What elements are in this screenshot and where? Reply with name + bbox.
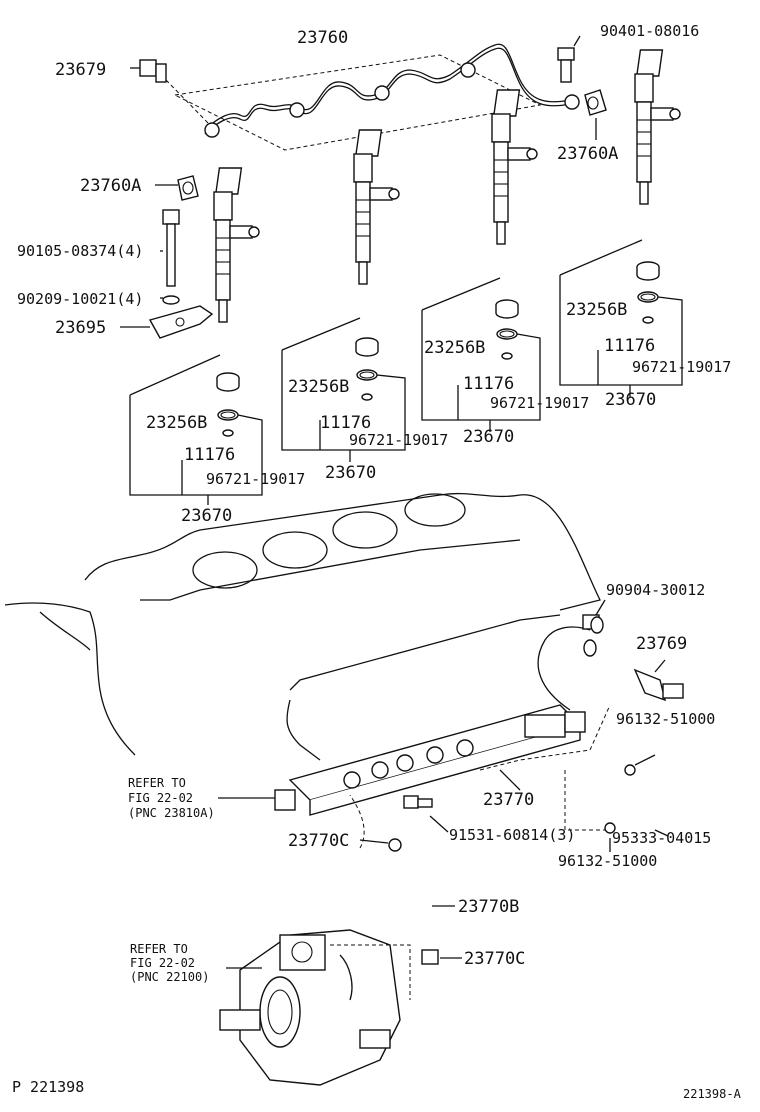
injector-2-icon xyxy=(353,129,400,285)
hose-95333 xyxy=(564,754,669,852)
label-96721-3: 96721-19017 xyxy=(490,394,589,412)
cylinder-head-outline xyxy=(4,492,601,761)
common-rail-23770 xyxy=(274,704,611,816)
refer-2-line2: FIG 22-02 xyxy=(130,956,195,970)
label-23670-1: 23670 xyxy=(181,506,232,526)
label-23256B-4: 23256B xyxy=(566,300,627,320)
injector-4-icon xyxy=(634,49,681,205)
return-pipe xyxy=(537,599,606,711)
clamp-23695-icon xyxy=(120,305,214,339)
label-95333: 95333-04015 xyxy=(612,829,711,847)
label-23256B-2: 23256B xyxy=(288,377,349,397)
label-96721-1: 96721-19017 xyxy=(206,470,305,488)
label-23256B-1: 23256B xyxy=(146,413,207,433)
labels: 23760 23679 90401-08016 23760A 23760A 90… xyxy=(12,22,742,1101)
label-91531: 91531-60814(3) xyxy=(449,826,575,844)
label-23679: 23679 xyxy=(55,60,106,80)
label-23760A-right: 23760A xyxy=(557,144,618,164)
label-11176-1: 11176 xyxy=(184,445,235,465)
label-23670-3: 23670 xyxy=(463,427,514,447)
injection-pipe-23760 xyxy=(173,43,580,151)
label-90401: 90401-08016 xyxy=(600,22,699,40)
clamp-23760A-left-icon xyxy=(155,175,199,201)
refer-2-line3: (PNC 22100) xyxy=(130,970,209,984)
label-23770B: 23770B xyxy=(458,897,519,917)
label-90105: 90105-08374(4) xyxy=(17,242,143,260)
footer-left: P 221398 xyxy=(12,1078,84,1096)
label-96721-2: 96721-19017 xyxy=(349,431,448,449)
refer-1-line3: (PNC 23810A) xyxy=(128,806,215,820)
label-23670-4: 23670 xyxy=(605,390,656,410)
bolt-23679-icon xyxy=(130,59,211,126)
seal-set-4 xyxy=(559,239,683,397)
label-96132-b: 96132-51000 xyxy=(558,852,657,870)
hose-23770B xyxy=(349,794,462,965)
label-96721-4: 96721-19017 xyxy=(632,358,731,376)
refer-2-line1: REFER TO xyxy=(130,942,188,956)
bolt-90105-icon xyxy=(160,209,180,287)
label-11176-3: 11176 xyxy=(463,374,514,394)
footer-right: 221398-A xyxy=(683,1087,742,1101)
clamp-23760A-right-icon xyxy=(584,89,607,140)
label-11176-4: 11176 xyxy=(604,336,655,356)
label-23670-2: 23670 xyxy=(325,463,376,483)
label-90209: 90209-10021(4) xyxy=(17,290,143,308)
injector-1-icon xyxy=(213,167,260,323)
label-23256B-3: 23256B xyxy=(424,338,485,358)
refer-1-line1: REFER TO xyxy=(128,776,186,790)
label-23760A-left: 23760A xyxy=(80,176,141,196)
washer-90209-icon xyxy=(160,295,180,305)
label-90904: 90904-30012 xyxy=(606,581,705,599)
label-23769: 23769 xyxy=(636,634,687,654)
label-23770: 23770 xyxy=(483,790,534,810)
injector-3-icon xyxy=(491,89,538,245)
label-23760: 23760 xyxy=(297,28,348,48)
seal-set-3 xyxy=(421,277,541,432)
label-23770C-b: 23770C xyxy=(464,949,525,969)
refer-1-line2: FIG 22-02 xyxy=(128,791,193,805)
sensor-23769-icon xyxy=(633,659,684,702)
label-11176-2: 11176 xyxy=(320,413,371,433)
bolt-91531-icon xyxy=(403,795,449,833)
seal-set-1 xyxy=(129,354,263,505)
label-23695: 23695 xyxy=(55,318,106,338)
bolt-90401-icon xyxy=(557,35,581,83)
label-23770C-a: 23770C xyxy=(288,831,349,851)
seal-set-2 xyxy=(281,317,406,462)
supply-pump-icon xyxy=(219,929,411,1086)
label-96132-a: 96132-51000 xyxy=(616,710,715,728)
